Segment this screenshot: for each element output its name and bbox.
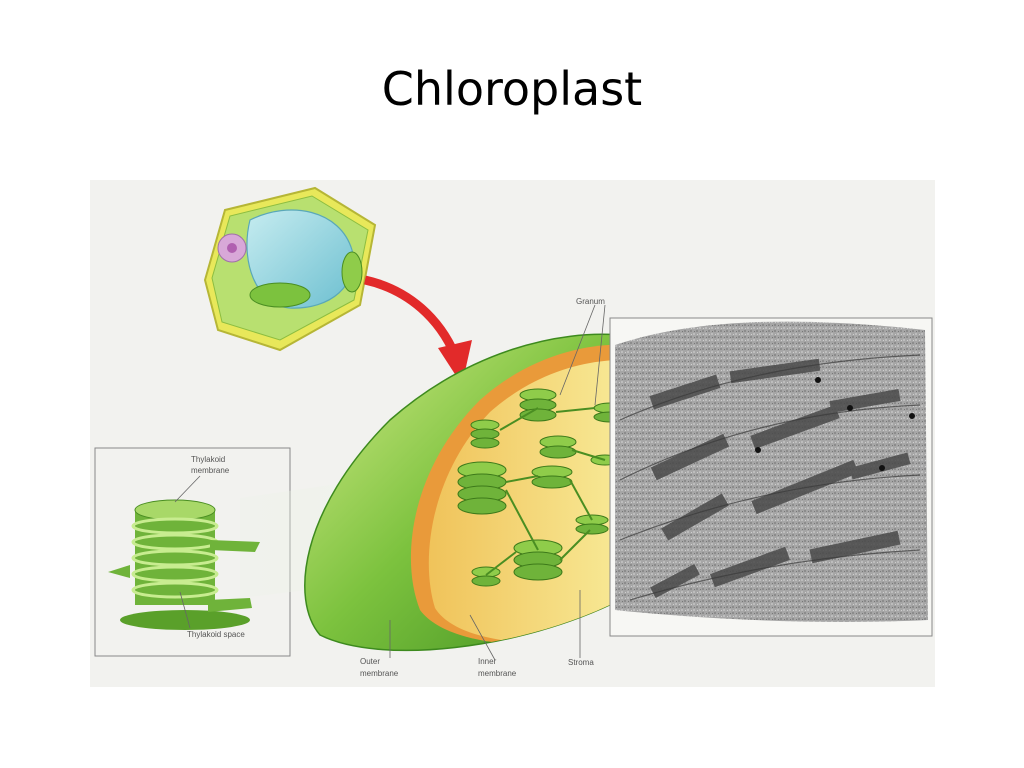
chloroplast-figure: Thylakoid membrane Thylakoid space (90, 180, 935, 687)
label-thylakoid-membrane-1: Thylakoid (191, 455, 225, 464)
label-outer-membrane-2: membrane (360, 669, 399, 678)
inner-membrane-leader (469, 614, 496, 661)
plant-cell (203, 186, 377, 352)
label-stroma: Stroma (568, 658, 594, 667)
magnify-arrow (363, 275, 472, 385)
cell-chloroplast (249, 282, 311, 308)
electron-micrograph (609, 317, 933, 637)
label-inner-membrane-1: Inner (478, 657, 497, 666)
chloroplast-cutaway (304, 333, 621, 652)
label-thylakoid-space: Thylakoid space (187, 630, 245, 639)
slide-title: Chloroplast (381, 62, 643, 116)
label-thylakoid-membrane-2: membrane (191, 466, 230, 475)
label-inner-membrane-2: membrane (478, 669, 517, 678)
granum-stack-inset (108, 499, 260, 630)
chloroplast-diagram: Thylakoid membrane Thylakoid space (94, 186, 933, 678)
micrograph-grana (649, 358, 911, 599)
label-outer-membrane-1: Outer (360, 657, 380, 666)
granum-leader (559, 304, 596, 396)
label-granum: Granum (576, 297, 605, 306)
